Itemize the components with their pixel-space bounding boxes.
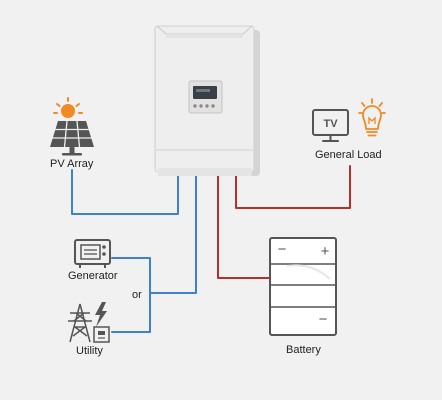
sun-icon xyxy=(53,97,83,118)
inverter-button xyxy=(211,104,215,108)
battery-icon: − + − xyxy=(269,237,337,336)
power-tower-icon xyxy=(68,303,92,343)
battery-terminal-minus-top: − xyxy=(278,241,287,258)
or-label: or xyxy=(132,289,142,301)
pv-wire xyxy=(71,169,179,215)
inverter xyxy=(154,25,260,176)
lightning-bolt-icon xyxy=(95,302,107,327)
inverter-button xyxy=(205,104,209,108)
substation-icon xyxy=(93,326,110,343)
generator-label: Generator xyxy=(68,270,118,282)
solar-panel-icon xyxy=(50,120,94,156)
light-bulb-icon xyxy=(358,98,386,137)
utility-label: Utility xyxy=(76,345,103,357)
utility-wire xyxy=(111,292,151,333)
load-wire xyxy=(235,165,351,209)
general-load-label: General Load xyxy=(315,149,382,161)
generator-icon xyxy=(74,239,111,268)
battery-label: Battery xyxy=(286,344,321,356)
inverter-button xyxy=(199,104,203,108)
inverter-screen-bar xyxy=(196,89,210,92)
battery-terminal-plus: + xyxy=(321,243,330,260)
wires xyxy=(71,165,351,333)
tv-icon: TV xyxy=(312,109,349,142)
tv-icon-text: TV xyxy=(323,118,338,130)
grid-input-wire xyxy=(111,175,197,294)
pv-array-label: PV Array xyxy=(50,158,94,170)
inverter-button xyxy=(193,104,197,108)
inverter-screen xyxy=(193,86,217,99)
battery-wire xyxy=(217,175,271,279)
inverter-base xyxy=(158,168,252,176)
inverter-top-panel xyxy=(166,34,243,38)
battery-terminal-minus-bottom: − xyxy=(319,311,328,328)
